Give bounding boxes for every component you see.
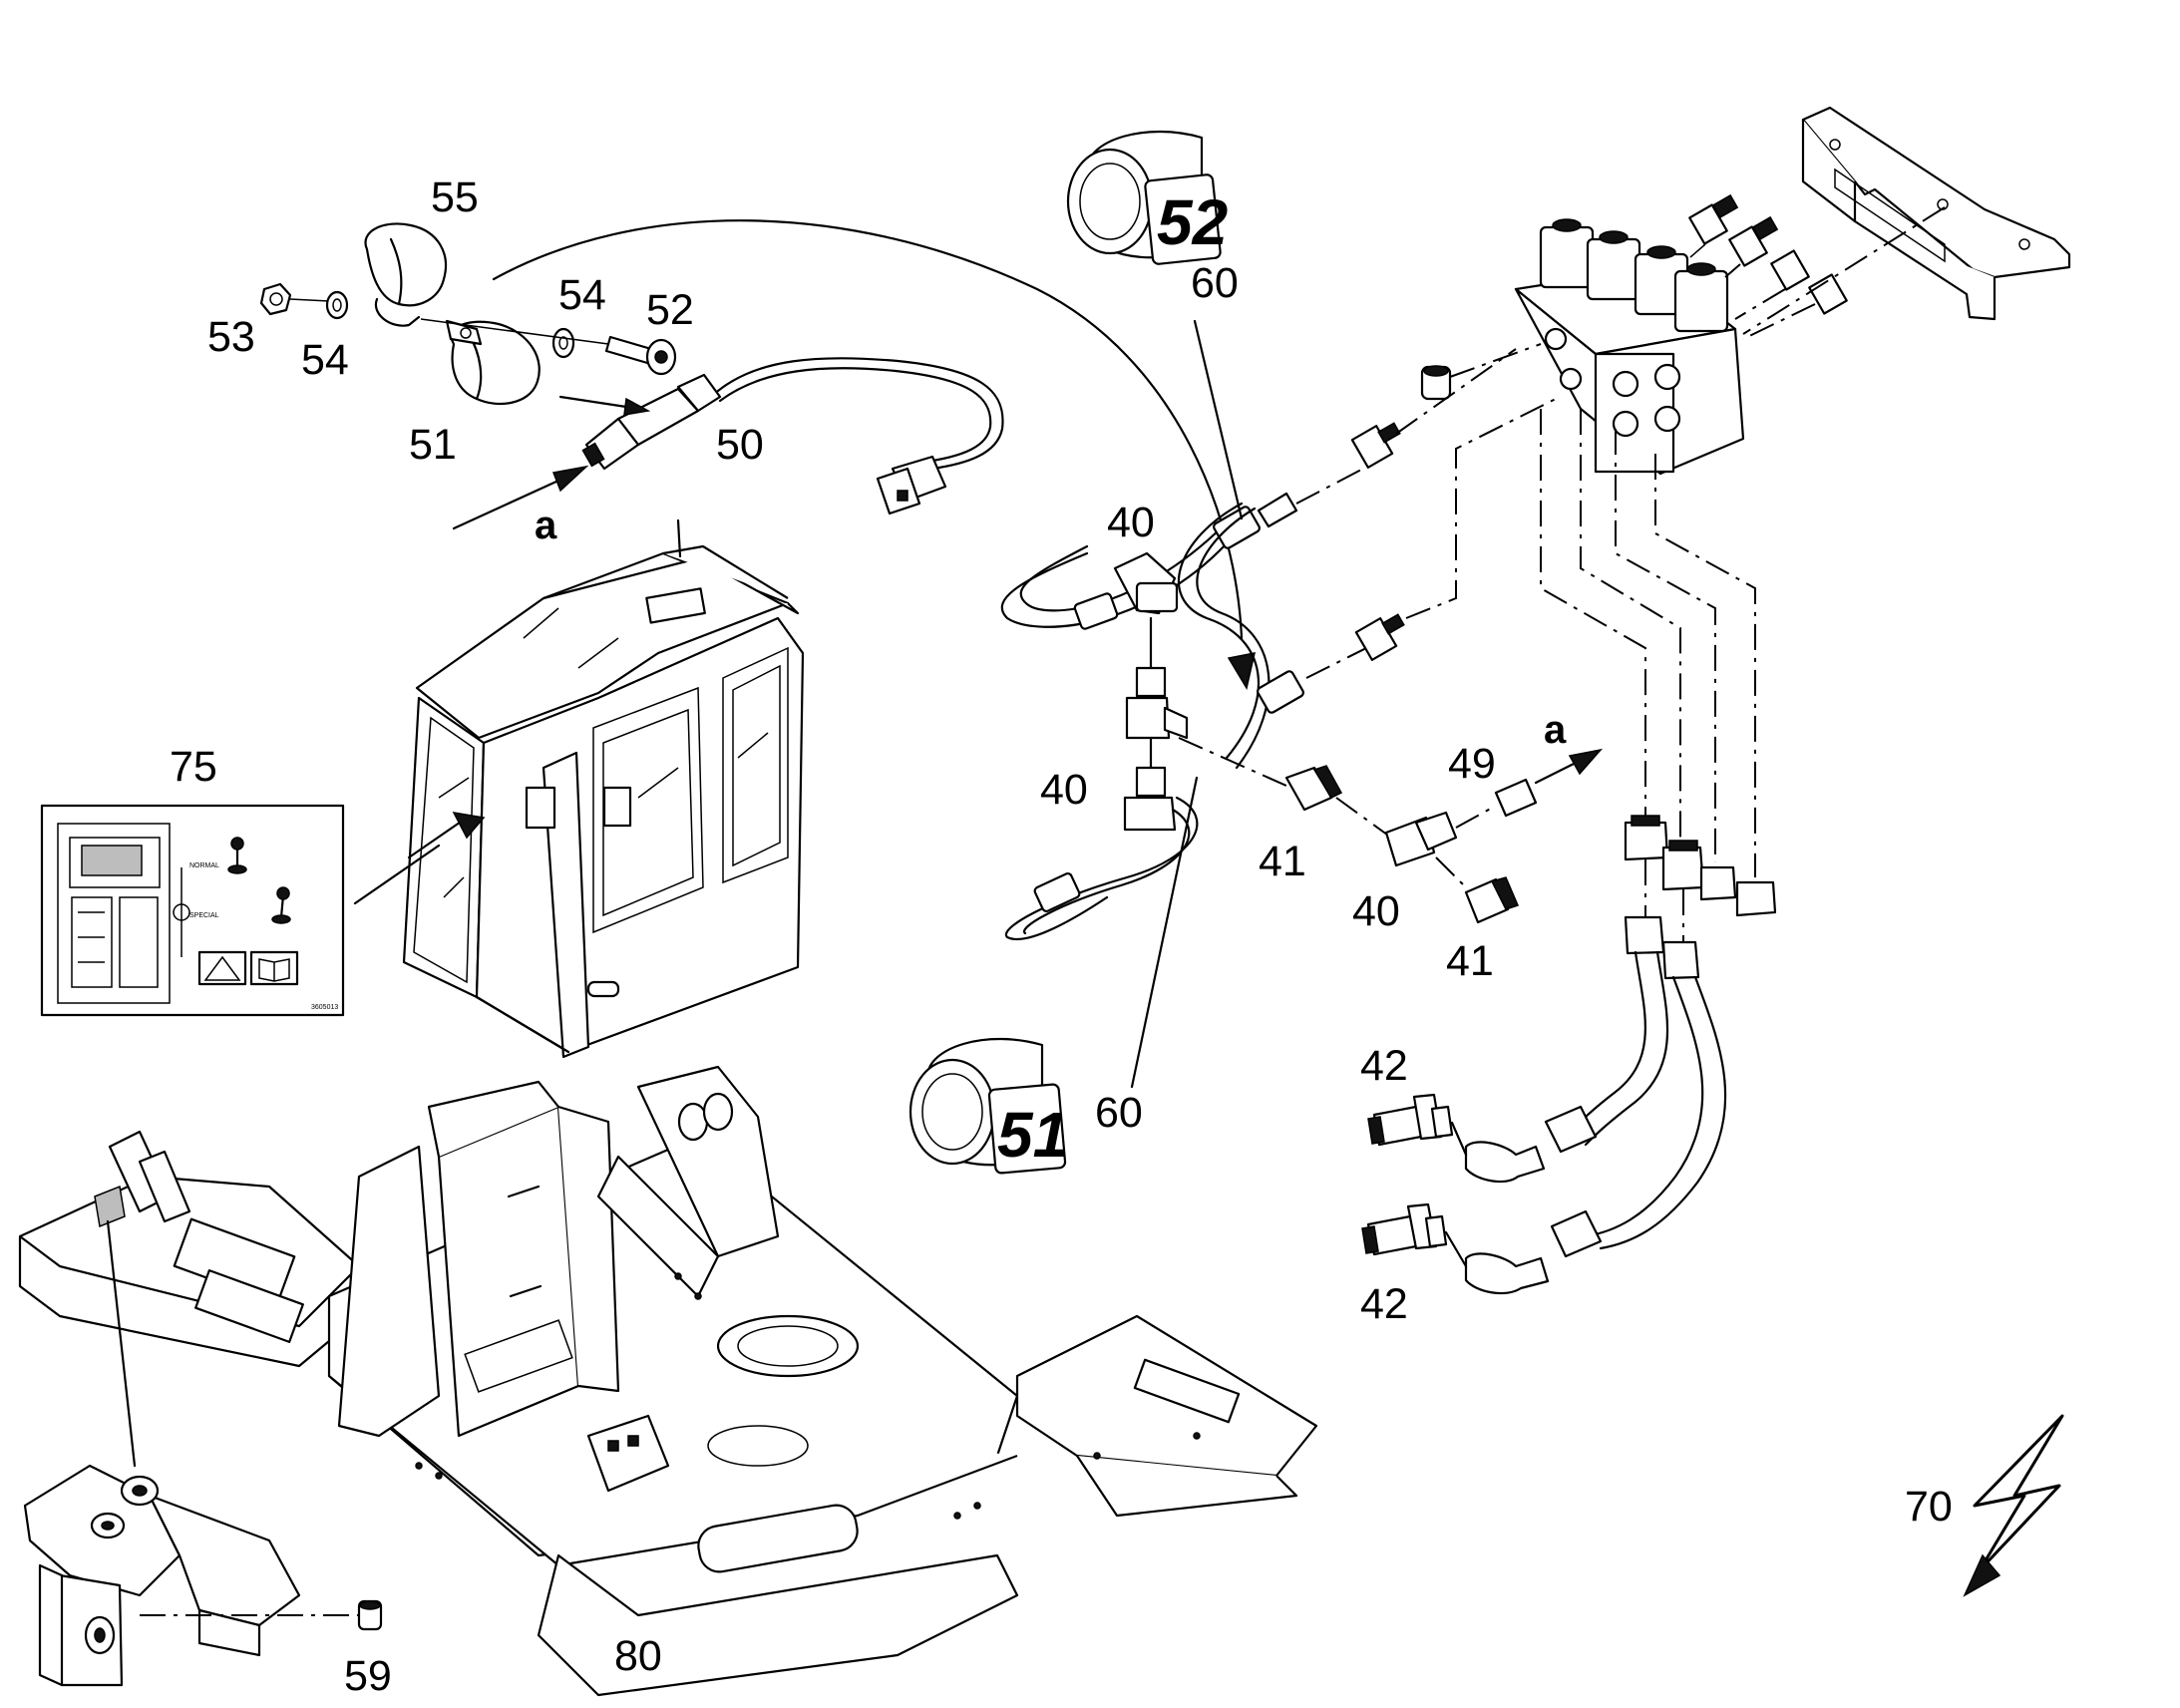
leader-60-top (1193, 319, 1244, 520)
callout-75: 75 (170, 743, 217, 791)
callout-a-left: a (535, 504, 557, 547)
callout-41-left: 41 (1259, 838, 1306, 885)
callout-a-right: a (1544, 708, 1567, 752)
right-hose-lines (1361, 409, 1777, 1295)
callout-50: 50 (716, 421, 764, 469)
callout-80: 80 (614, 1632, 662, 1680)
solenoid-valve-block (1420, 193, 1848, 476)
badge-52-label: 52 (1157, 186, 1228, 258)
decal-code: 3605013 (311, 1004, 338, 1011)
mounting-bracket (1742, 106, 2071, 335)
hose-assembly (1000, 348, 1604, 940)
sensor-clamp-assembly (259, 222, 1004, 530)
pedal-assembly (23, 1219, 383, 1687)
callout-42-top: 42 (1360, 1042, 1408, 1090)
hose-route-arc (492, 219, 1244, 640)
decal-normal-label: NORMAL (189, 862, 219, 869)
badge-51: 51 (908, 1037, 1068, 1175)
lightning-bolt-icon (1963, 1414, 2064, 1597)
callout-55: 55 (431, 173, 479, 221)
callout-70: 70 (1905, 1483, 1953, 1531)
callout-40-right: 40 (1352, 887, 1400, 935)
callout-40-upper: 40 (1107, 499, 1155, 546)
operator-cab (402, 518, 805, 1059)
callout-52: 52 (646, 286, 694, 334)
callout-59: 59 (344, 1652, 392, 1700)
badge-52: 52 (1066, 130, 1228, 265)
callout-54-right: 54 (558, 271, 606, 319)
callout-53: 53 (207, 313, 255, 361)
callout-60-top: 60 (1191, 259, 1239, 307)
upper-frame (18, 1065, 1318, 1697)
decal-special-label: SPECIAL (189, 912, 219, 919)
badge-51-label: 51 (997, 1099, 1068, 1171)
callout-60-bottom: 60 (1095, 1089, 1143, 1137)
leader-60-bottom (1130, 776, 1199, 1089)
decal-75: NORMAL SPECIAL 3605013 (40, 804, 486, 1017)
callout-40-middle: 40 (1040, 766, 1088, 814)
callout-42-bottom: 42 (1360, 1280, 1408, 1328)
callout-41-right: 41 (1446, 937, 1494, 985)
callout-49: 49 (1448, 740, 1496, 788)
callout-51: 51 (409, 421, 457, 469)
callout-54-left: 54 (301, 336, 349, 384)
